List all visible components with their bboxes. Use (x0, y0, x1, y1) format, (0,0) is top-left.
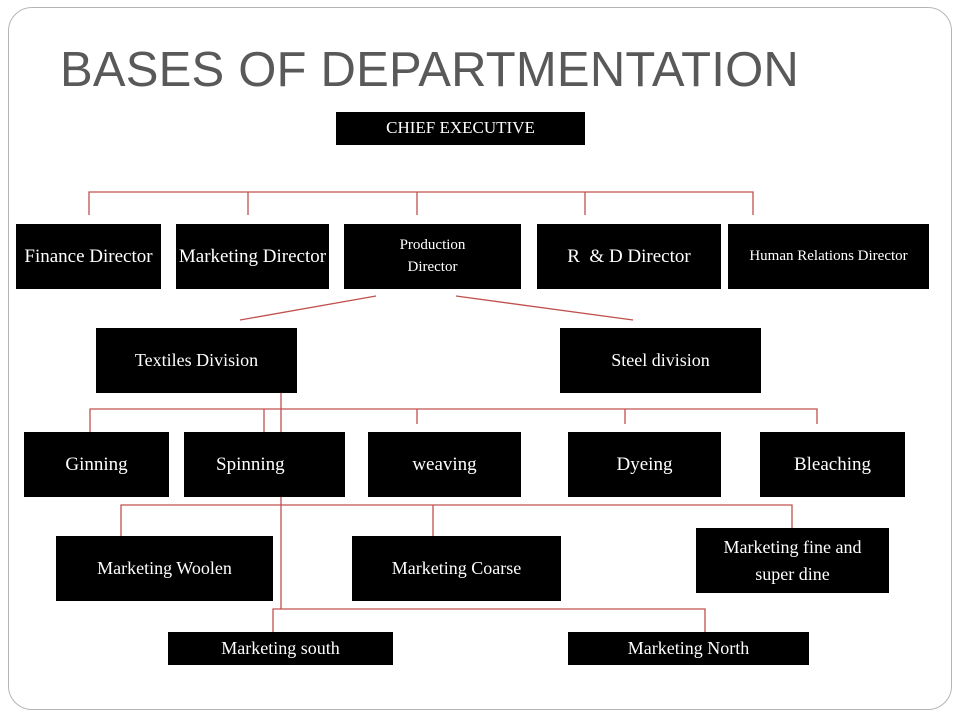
marketing-fine-box: Marketing fine and super dine (696, 528, 889, 593)
hr-director-box: Human Relations Director (728, 224, 929, 289)
dyeing-box: Dyeing (568, 432, 721, 497)
textiles-division-box: Textiles Division (96, 328, 297, 393)
connector-product-bracket (120, 504, 793, 536)
connector-directors-bracket (88, 191, 754, 215)
production-director-box: Production Director (344, 224, 521, 289)
slide-title: BASES OF DEPARTMENTATION (60, 43, 799, 97)
connector-process-bracket (89, 408, 818, 432)
chief-executive-box: CHIEF EXECUTIVE (336, 112, 585, 145)
spinning-box: Spinning (184, 432, 345, 497)
marketing-north-box: Marketing North (568, 632, 809, 665)
rnd-director-box: R & D Director (537, 224, 721, 289)
connector-production-steel (455, 295, 634, 321)
weaving-box: weaving (368, 432, 521, 497)
connector-production-textiles (239, 295, 377, 321)
marketing-coarse-box: Marketing Coarse (352, 536, 561, 601)
bleaching-box: Bleaching (760, 432, 905, 497)
steel-division-box: Steel division (560, 328, 761, 393)
marketing-south-box: Marketing south (168, 632, 393, 665)
finance-director-box: Finance Director (16, 224, 161, 289)
ginning-box: Ginning (24, 432, 169, 497)
marketing-director-box: Marketing Director (176, 224, 329, 289)
connector-region-bracket (272, 608, 706, 632)
marketing-woolen-box: Marketing Woolen (56, 536, 273, 601)
